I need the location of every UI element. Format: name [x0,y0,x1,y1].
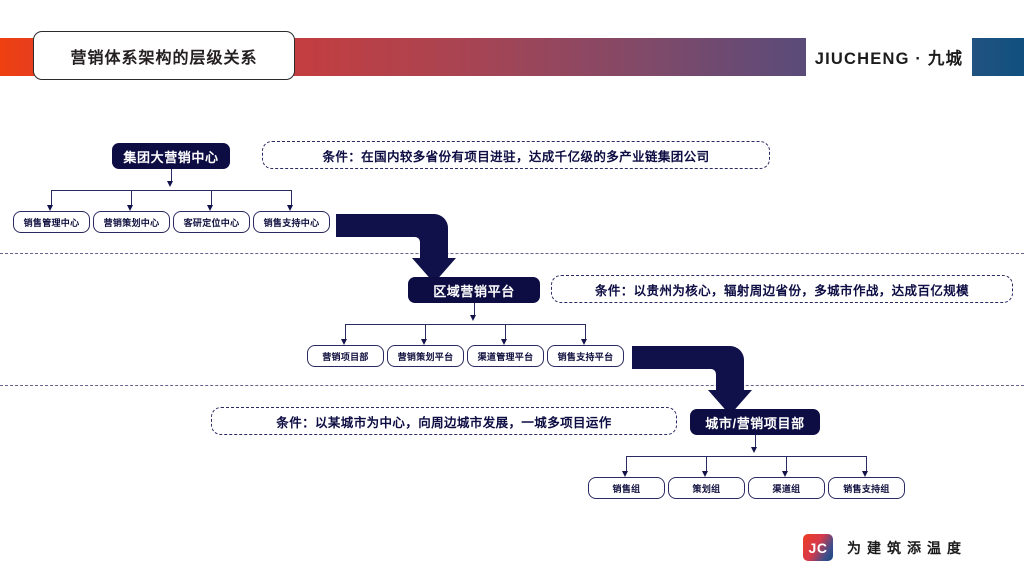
page-title-box: 营销体系架构的层级关系 [33,31,295,80]
node-region-child-3[interactable]: 渠道管理平台 [467,345,544,367]
node-city-child-2[interactable]: 策划组 [668,477,745,499]
connector-group-drop-4 [291,190,292,207]
brand-label: JIUCHENG · 九城 [814,50,964,68]
connector-group-drop-2-arrow [127,205,134,211]
section-divider-1 [0,253,1024,254]
connector-city-drop-4-arrow [862,471,869,477]
connector-region-stem-arrow [470,315,477,321]
connector-region-drop-1-arrow [341,339,348,345]
connector-region-drop-1 [345,324,346,341]
section-divider-2 [0,385,1024,386]
node-city-child-3[interactable]: 渠道组 [748,477,825,499]
connector-city-stem [755,435,756,449]
footer: JC 为建筑添温度 [803,534,967,561]
node-group-marketing-center[interactable]: 集团大营销中心 [112,143,230,169]
condition-city: 条件：以某城市为中心，向周边城市发展，一城多项目运作 [211,407,677,435]
connector-city-drop-2 [706,456,707,473]
connector-region-drop-2-arrow [421,339,428,345]
connector-city-stem-arrow [751,447,758,453]
connector-city-drop-3 [786,456,787,473]
condition-group: 条件：在国内较多省份有项目进驻，达成千亿级的多产业链集团公司 [262,141,770,169]
node-region-platform[interactable]: 区域营销平台 [408,277,540,303]
connector-group-stem [171,169,172,183]
node-city-project-department[interactable]: 城市/营销项目部 [690,409,820,435]
connector-city-bus [626,456,866,457]
node-region-child-1[interactable]: 营销项目部 [307,345,384,367]
node-group-child-1[interactable]: 销售管理中心 [13,211,90,233]
connector-region-drop-2 [425,324,426,341]
brand-notch: JIUCHENG · 九城 [806,38,972,76]
connector-city-drop-4 [866,456,867,473]
jc-logo-icon: JC [803,534,833,561]
node-city-child-1[interactable]: 销售组 [588,477,665,499]
connector-city-drop-2-arrow [702,471,709,477]
connector-group-drop-3-arrow [207,205,214,211]
page-title: 营销体系架构的层级关系 [70,49,258,67]
condition-region: 条件：以贵州为核心，辐射周边省份，多城市作战，达成百亿规模 [551,275,1013,303]
connector-city-drop-1-arrow [622,471,629,477]
connector-group-drop-1-arrow [47,205,54,211]
connector-region-bus [345,324,585,325]
connector-group-drop-2 [131,190,132,207]
node-group-child-2[interactable]: 营销策划中心 [93,211,170,233]
connector-region-drop-3-arrow [501,339,508,345]
connector-group-drop-4-arrow [287,205,294,211]
connector-city-drop-1 [626,456,627,473]
flow-arrow-group-to-region [336,214,456,283]
node-group-child-3[interactable]: 客研定位中心 [173,211,250,233]
connector-region-drop-4-arrow [581,339,588,345]
footer-slogan: 为建筑添温度 [847,539,967,556]
node-region-child-2[interactable]: 营销策划平台 [387,345,464,367]
node-group-child-4[interactable]: 销售支持中心 [253,211,330,233]
connector-group-drop-3 [211,190,212,207]
connector-city-drop-3-arrow [782,471,789,477]
node-city-child-4[interactable]: 销售支持组 [828,477,905,499]
connector-group-drop-1 [51,190,52,207]
connector-group-stem-arrow [167,181,174,187]
connector-group-bus [51,190,291,191]
connector-region-drop-3 [505,324,506,341]
connector-region-drop-4 [585,324,586,341]
flow-arrow-region-to-city [632,346,752,415]
node-region-child-4[interactable]: 销售支持平台 [547,345,624,367]
connector-region-stem [474,303,475,317]
